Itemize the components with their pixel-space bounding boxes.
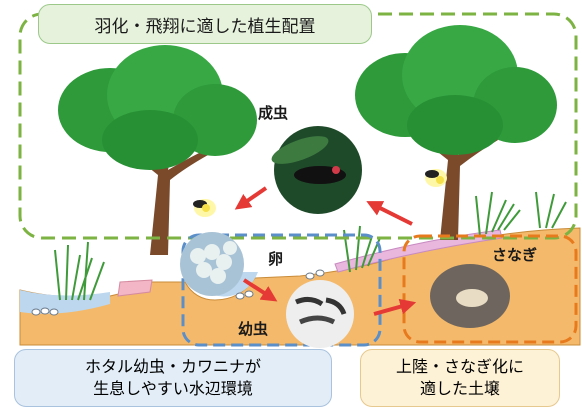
grass-icon (54, 191, 567, 301)
soil-caption-line2: 適した土壌 (419, 379, 500, 398)
left-tree-icon (58, 45, 257, 255)
lifecycle-arrows (234, 186, 417, 316)
firefly-icon-left (193, 199, 216, 217)
adult-photo (271, 126, 362, 214)
egg-label: 卵 (268, 250, 284, 268)
right-tree-icon (355, 25, 557, 240)
soil-frame (402, 234, 578, 344)
soil-caption-line1: 上陸・さなぎ化に (395, 357, 524, 376)
water-caption: ホタル幼虫・カワニナが 生息しやすい水辺環境 (14, 349, 332, 407)
arrow-larva-to-pupa (373, 298, 417, 316)
arrow-egg-to-larva (242, 278, 278, 302)
arrow-right-to-adult (366, 201, 413, 226)
arrow-adult-to-left (234, 186, 268, 210)
soil-caption: 上陸・さなぎ化に 適した土壌 (360, 349, 560, 407)
water-caption-line1: ホタル幼虫・カワニナが (84, 357, 261, 376)
vegetation-title: 羽化・飛翔に適した植生配置 (38, 4, 372, 44)
pupa-label: さなぎ (492, 246, 538, 264)
pupa-photo (430, 264, 510, 328)
adult-label: 成虫 (258, 104, 289, 122)
egg-photo (180, 232, 244, 296)
pebbles (31, 269, 325, 316)
firefly-icon-right (425, 169, 447, 187)
water-body (20, 290, 110, 314)
water-frame (181, 233, 382, 347)
embankment-left (117, 279, 153, 297)
larva-label: 幼虫 (238, 320, 269, 338)
larva-photo (286, 280, 354, 348)
water-caption-line2: 生息しやすい水辺環境 (93, 379, 253, 398)
